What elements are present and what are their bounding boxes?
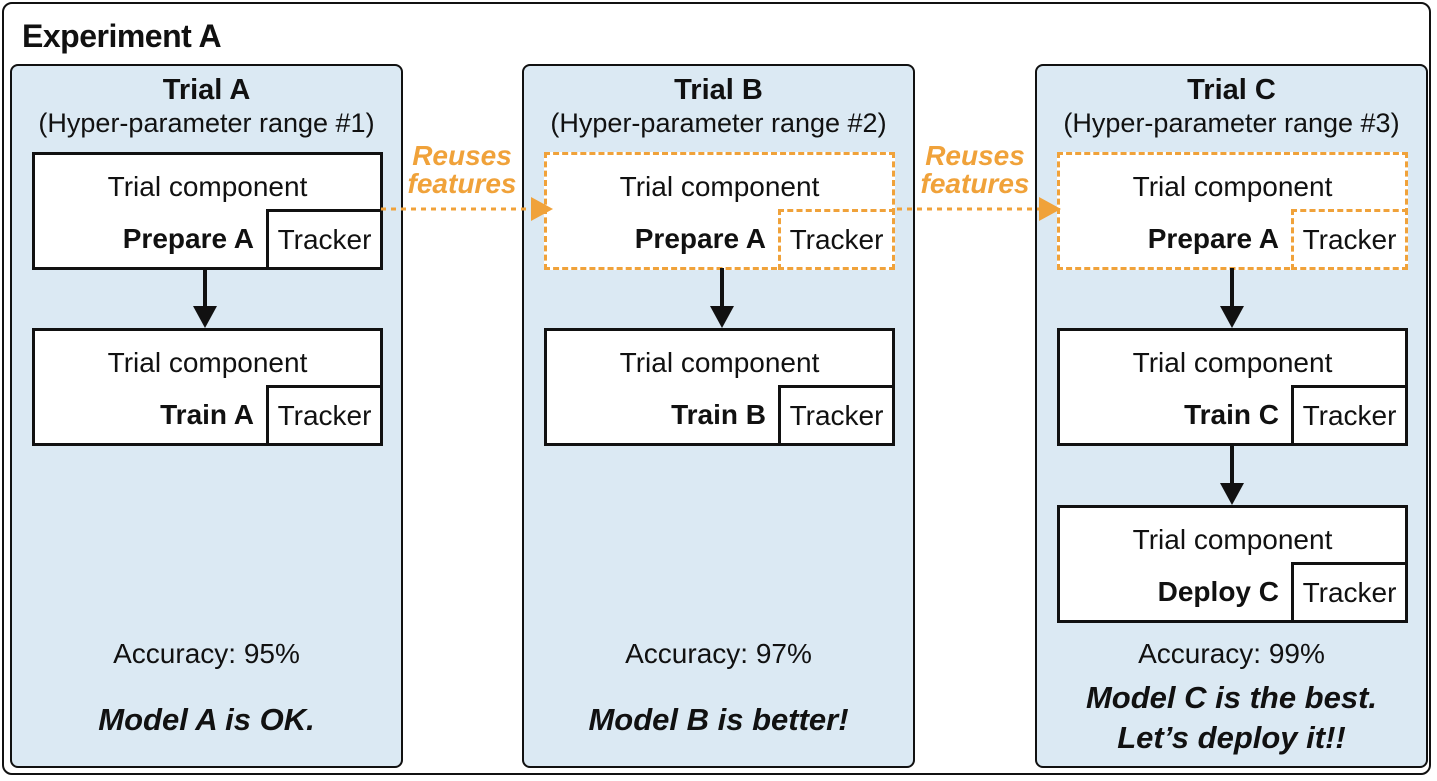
component-title: Trial component (107, 171, 308, 202)
tracker-box: Tracker (266, 385, 383, 446)
reuse-label-2: Reuses features (913, 142, 1037, 198)
tracker-box: Tracker (1291, 385, 1408, 446)
trial-component-train-c: Trial component Train C Tracker (1057, 328, 1408, 446)
tracker-box: Tracker (778, 209, 895, 270)
accuracy-label: Accuracy: 97% (625, 638, 812, 669)
verdict-text: Model B is better! (588, 702, 849, 737)
trial-subtitle: (Hyper-parameter range #3) (1063, 108, 1400, 138)
component-title: Trial component (1132, 347, 1333, 378)
accuracy-label: Accuracy: 99% (1138, 638, 1325, 669)
trial-title: Trial B (674, 74, 763, 106)
component-name: Deploy C (1157, 576, 1279, 607)
trial-title: Trial A (162, 74, 251, 106)
component-name: Train B (671, 399, 766, 430)
trial-a-panel: Trial A (Hyper-parameter range #1) Trial… (10, 64, 403, 768)
component-title: Trial component (107, 347, 308, 378)
reuse-label-line2: features (920, 168, 1030, 199)
tracker-box: Tracker (778, 385, 895, 446)
verdict-text: Model A is OK. (98, 702, 315, 737)
component-title: Trial component (1132, 171, 1333, 202)
trial-b-panel: Trial B (Hyper-parameter range #2) Trial… (522, 64, 915, 768)
component-name: Train C (1184, 399, 1279, 430)
trial-subtitle: (Hyper-parameter range #2) (550, 108, 887, 138)
trial-component-train-b: Trial component Train B Tracker (544, 328, 895, 446)
verdict-text-line2: Let’s deploy it!! (1117, 720, 1346, 755)
component-name: Train A (160, 399, 254, 430)
tracker-box: Tracker (1291, 562, 1408, 623)
trial-component-prepare-a: Trial component Prepare A Tracker (32, 152, 383, 270)
verdict-text-line1: Model C is the best. (1085, 680, 1378, 715)
component-name: Prepare A (1147, 223, 1279, 254)
component-title: Trial component (619, 171, 820, 202)
tracker-box: Tracker (266, 209, 383, 270)
trial-component-prepare-a-reused: Trial component Prepare A Tracker (544, 152, 895, 270)
trial-component-prepare-a-reused: Trial component Prepare A Tracker (1057, 152, 1408, 270)
reuse-label-line1: Reuses (925, 140, 1025, 171)
tracker-box: Tracker (1291, 209, 1408, 270)
accuracy-label: Accuracy: 95% (113, 638, 300, 669)
reuse-label-line1: Reuses (412, 140, 512, 171)
component-title: Trial component (619, 347, 820, 378)
trial-subtitle: (Hyper-parameter range #1) (38, 108, 375, 138)
experiment-title: Experiment A (22, 18, 222, 54)
component-name: Prepare A (634, 223, 766, 254)
reuse-label-line2: features (407, 168, 517, 199)
trial-c-panel: Trial C (Hyper-parameter range #3) Trial… (1035, 64, 1428, 768)
trial-component-train-a: Trial component Train A Tracker (32, 328, 383, 446)
component-name: Prepare A (122, 223, 254, 254)
trial-component-deploy-c: Trial component Deploy C Tracker (1057, 505, 1408, 623)
trial-title: Trial C (1187, 74, 1276, 106)
reuse-label-1: Reuses features (400, 142, 524, 198)
component-title: Trial component (1132, 524, 1333, 555)
